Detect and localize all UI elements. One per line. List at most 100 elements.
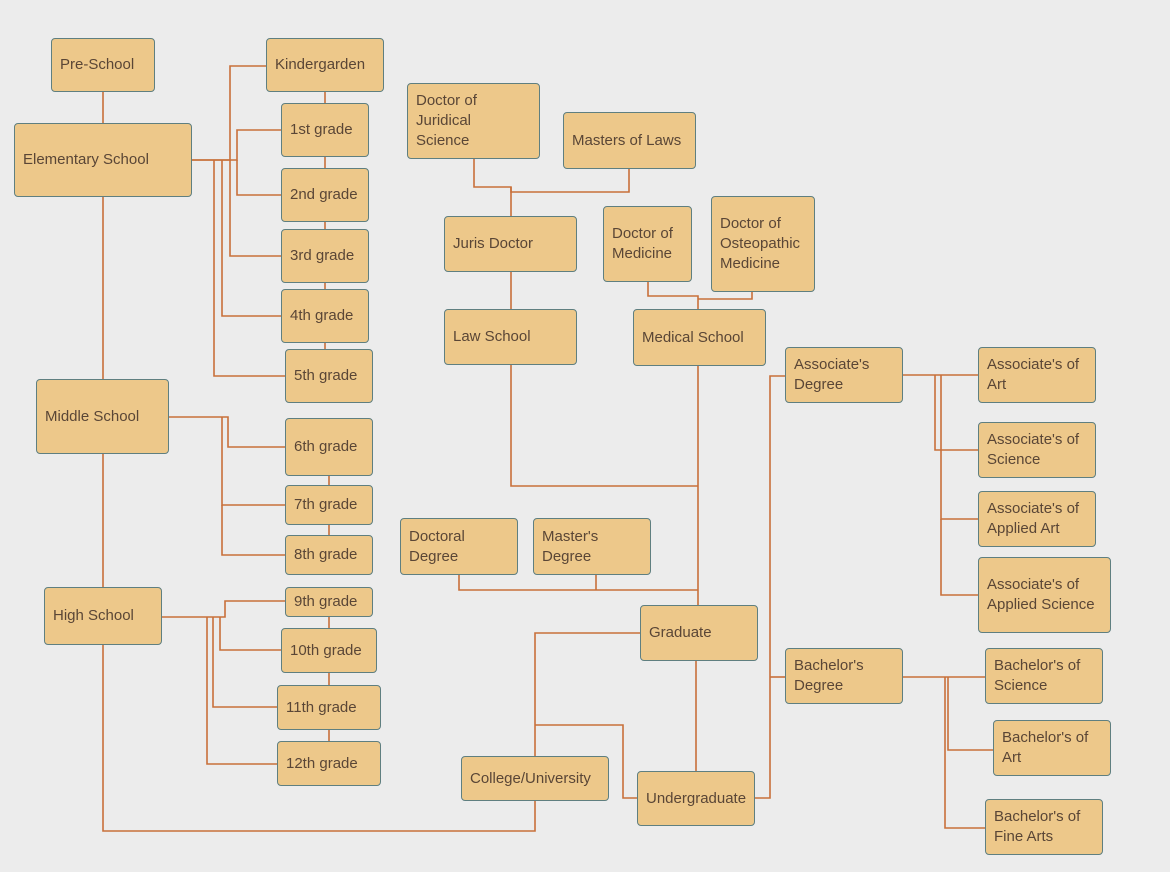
node-label: 2nd grade xyxy=(290,186,358,203)
node-masters-degree[interactable]: Master's Degree xyxy=(533,518,651,575)
connector-line xyxy=(236,160,281,196)
node-label: Elementary School xyxy=(23,151,149,168)
node-11th-grade[interactable]: 11th grade xyxy=(277,685,381,730)
node-label: Associate's of Science xyxy=(987,431,1080,468)
node-label: 3rd grade xyxy=(290,247,355,264)
node-undergraduate[interactable]: Undergraduate xyxy=(637,771,755,826)
connector-line xyxy=(102,645,536,832)
node-doctor-of-medicine[interactable]: Doctor of Medicine xyxy=(603,206,692,282)
node-label: Middle School xyxy=(45,407,140,425)
connector-line xyxy=(192,129,281,161)
node-label: Doctor of Medicine xyxy=(612,225,673,262)
connector-line xyxy=(221,160,281,317)
node-4th-grade[interactable]: 4th grade xyxy=(281,289,369,343)
node-bachelors-of-science[interactable]: Bachelor's of Science xyxy=(985,648,1103,704)
node-middle-school[interactable]: Middle School xyxy=(36,379,169,454)
node-label: Doctor of Juridical Science xyxy=(416,92,477,149)
node-9th-grade[interactable]: 9th grade xyxy=(285,587,373,617)
connector-line xyxy=(755,375,785,799)
node-label: Master's Degree xyxy=(542,527,599,565)
node-label: Bachelor's Degree xyxy=(794,657,864,694)
connector-line xyxy=(944,677,985,829)
connector-line xyxy=(221,417,285,506)
node-doctor-of-juridical-science[interactable]: Doctor of Juridical Science xyxy=(407,83,540,159)
node-associates-of-applied-art[interactable]: Associate's of Applied Art xyxy=(978,491,1096,547)
node-5th-grade[interactable]: 5th grade xyxy=(285,349,373,403)
node-label: Bachelor's of Science xyxy=(994,657,1081,694)
node-associates-degree[interactable]: Associate's Degree xyxy=(785,347,903,403)
connector-line xyxy=(221,505,285,556)
node-label: 12th grade xyxy=(286,754,358,772)
node-associates-of-applied-science[interactable]: Associate's of Applied Science xyxy=(978,557,1111,633)
connector-line xyxy=(458,575,698,591)
node-6th-grade[interactable]: 6th grade xyxy=(285,418,373,476)
connector-line xyxy=(192,65,266,161)
node-label: Associate's Degree xyxy=(794,356,870,393)
node-label: 8th grade xyxy=(294,546,358,563)
connector-line xyxy=(698,292,753,300)
node-label: Masters of Laws xyxy=(572,131,682,149)
node-label: Law School xyxy=(453,328,531,345)
node-12th-grade[interactable]: 12th grade xyxy=(277,741,381,786)
connector-line xyxy=(647,282,699,309)
connector-line xyxy=(534,632,640,756)
node-bachelors-of-fine-arts[interactable]: Bachelor's of Fine Arts xyxy=(985,799,1103,855)
node-label: Kindergarden xyxy=(275,56,366,73)
node-label: 1st grade xyxy=(290,121,353,138)
node-masters-of-laws[interactable]: Masters of Laws xyxy=(563,112,696,169)
node-label: 6th grade xyxy=(294,438,358,455)
node-high-school[interactable]: High School xyxy=(44,587,162,645)
connector-line xyxy=(206,617,277,765)
node-law-school[interactable]: Law School xyxy=(444,309,577,365)
connector-line xyxy=(940,375,978,520)
connector-line xyxy=(213,160,285,377)
node-label: 11th grade xyxy=(286,698,357,716)
node-label: 9th grade xyxy=(294,593,358,610)
node-7th-grade[interactable]: 7th grade xyxy=(285,485,373,525)
node-label: Pre-School xyxy=(60,56,135,73)
node-pre-school[interactable]: Pre-School xyxy=(51,38,155,92)
node-doctoral-degree[interactable]: Doctoral Degree xyxy=(400,518,518,575)
node-label: Associate's of Applied Science xyxy=(987,576,1095,613)
connector-line xyxy=(162,600,285,618)
node-1st-grade[interactable]: 1st grade xyxy=(281,103,369,157)
node-bachelors-of-art[interactable]: Bachelor's of Art xyxy=(993,720,1111,776)
node-label: Juris Doctor xyxy=(453,235,534,252)
node-label: Graduate xyxy=(649,624,712,641)
node-8th-grade[interactable]: 8th grade xyxy=(285,535,373,575)
node-label: 4th grade xyxy=(290,307,354,324)
node-label: College/University xyxy=(470,769,591,787)
node-label: Associate's of Applied Art xyxy=(987,500,1080,537)
node-associates-of-art[interactable]: Associate's of Art xyxy=(978,347,1096,403)
node-label: Medical School xyxy=(642,328,744,346)
connector-line xyxy=(229,160,281,257)
node-label: Doctor of Osteopathic Medicine xyxy=(720,215,801,272)
node-label: 7th grade xyxy=(294,496,358,513)
node-bachelors-degree[interactable]: Bachelor's Degree xyxy=(785,648,903,704)
node-graduate[interactable]: Graduate xyxy=(640,605,758,661)
node-2nd-grade[interactable]: 2nd grade xyxy=(281,168,369,222)
connector-line xyxy=(535,724,637,799)
node-10th-grade[interactable]: 10th grade xyxy=(281,628,377,673)
node-3rd-grade[interactable]: 3rd grade xyxy=(281,229,369,283)
node-elementary-school[interactable]: Elementary School xyxy=(14,123,192,197)
node-medical-school[interactable]: Medical School xyxy=(633,309,766,366)
node-label: 5th grade xyxy=(294,367,358,384)
connector-line xyxy=(219,617,281,651)
node-label: Undergraduate xyxy=(646,789,747,807)
connector-line xyxy=(947,677,993,751)
node-label: High School xyxy=(53,607,134,624)
connector-line xyxy=(212,617,277,708)
node-college-university[interactable]: College/University xyxy=(461,756,609,801)
node-label: Doctoral Degree xyxy=(409,527,465,565)
node-juris-doctor[interactable]: Juris Doctor xyxy=(444,216,577,272)
connector-line xyxy=(510,365,698,487)
connector-line xyxy=(510,169,630,193)
node-doctor-of-osteopathic-medicine[interactable]: Doctor of Osteopathic Medicine xyxy=(711,196,815,292)
node-associates-of-science[interactable]: Associate's of Science xyxy=(978,422,1096,478)
node-label: Bachelor's of Fine Arts xyxy=(994,808,1081,845)
node-kindergarden[interactable]: Kindergarden xyxy=(266,38,384,92)
node-label: 10th grade xyxy=(290,641,362,659)
connector-line xyxy=(940,519,978,596)
